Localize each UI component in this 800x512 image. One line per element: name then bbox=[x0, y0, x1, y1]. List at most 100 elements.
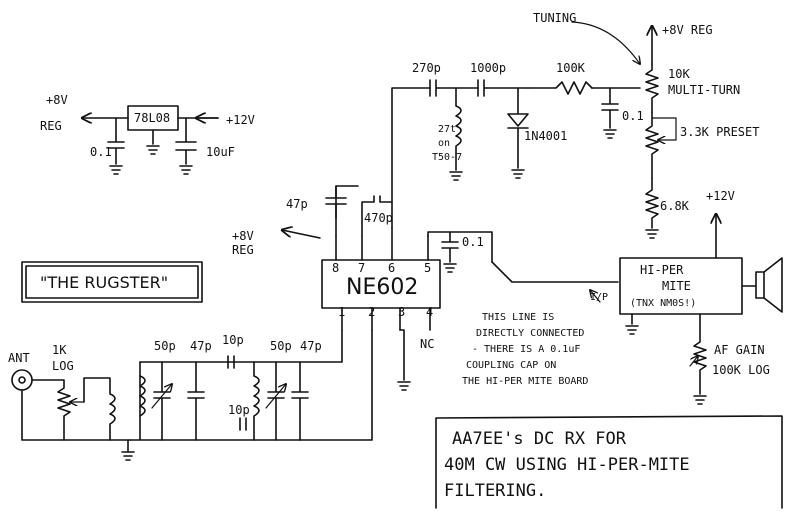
supply-left-12v: +12V bbox=[226, 113, 255, 127]
ground-symbol bbox=[625, 313, 639, 335]
coil-1 bbox=[139, 375, 146, 417]
supply-left-b: REG bbox=[40, 119, 62, 133]
ground-symbol bbox=[443, 263, 457, 273]
coil-2 bbox=[253, 361, 260, 441]
wire-top-rail bbox=[139, 329, 343, 363]
cap-270p bbox=[429, 79, 479, 97]
input-link-coil bbox=[83, 377, 116, 441]
pot-10k-label: 10K bbox=[668, 67, 690, 81]
ground-symbol bbox=[121, 439, 135, 461]
ground-symbol bbox=[146, 129, 160, 155]
front-end: ANT 1K LOG 50p 47p 10p 10p 50p 47p bbox=[8, 329, 373, 461]
wire-vfo bbox=[391, 87, 431, 229]
cap-47p-1-label: 47p bbox=[190, 339, 212, 353]
pin-6: 6 bbox=[388, 261, 395, 275]
note-line-4: COUPLING CAP ON bbox=[466, 360, 556, 371]
cap-01-reg bbox=[107, 117, 125, 165]
ground-symbol bbox=[109, 165, 123, 175]
cap-10p-shunt bbox=[239, 417, 247, 431]
nc-label: NC bbox=[420, 337, 434, 351]
cap-1000p-label: 1000p bbox=[470, 61, 506, 75]
resistor-100k bbox=[527, 81, 593, 95]
trim-arrow-2 bbox=[265, 384, 286, 409]
cap-47p-2-label: 47p bbox=[300, 339, 322, 353]
regulator-label: 78L08 bbox=[134, 111, 170, 125]
caption-line-3: FILTERING. bbox=[444, 481, 546, 501]
supply-mid-b: REG bbox=[232, 243, 254, 257]
cap-47p-2 bbox=[291, 361, 309, 441]
antenna-connector-icon bbox=[11, 369, 33, 391]
ground-symbol bbox=[449, 171, 463, 181]
diode-1n4001 bbox=[507, 87, 529, 169]
caption-line-2: 40M CW USING HI-PER-MITE bbox=[444, 455, 690, 475]
supply-top-label: +8V REG bbox=[662, 23, 713, 37]
cap-01-reg-label: 0.1 bbox=[90, 145, 112, 159]
pin-5: 5 bbox=[424, 261, 431, 275]
ground-symbol bbox=[603, 129, 617, 139]
cap-47p-1 bbox=[187, 361, 205, 441]
supply-arrow-mid bbox=[282, 230, 321, 239]
af-gain-label-a: AF GAIN bbox=[714, 343, 765, 357]
tuning-network: TUNING +8V REG 10K MULTI-TURN 3.3K PRESE… bbox=[527, 11, 759, 259]
note-text: THIS LINE IS DIRECTLY CONNECTED - THERE … bbox=[462, 312, 588, 387]
title-box-inner bbox=[25, 265, 199, 299]
diode-label: 1N4001 bbox=[524, 129, 567, 143]
ne602-label: NE602 bbox=[346, 275, 418, 300]
af-gain-label-b: 100K LOG bbox=[712, 363, 770, 377]
cap-470p bbox=[361, 195, 393, 237]
cap-47p-label: 47p bbox=[286, 197, 308, 211]
note-line-2: DIRECTLY CONNECTED bbox=[476, 328, 584, 339]
cap-10p-couple-label: 10p bbox=[222, 333, 244, 347]
supply-12v-right: +12V bbox=[706, 189, 735, 203]
resistor-6k8-label: 6.8K bbox=[660, 199, 690, 213]
supply-mid-a: +8V bbox=[232, 229, 254, 243]
pot-1k-log bbox=[31, 379, 71, 441]
supply-left-a: +8V bbox=[46, 93, 68, 107]
cap-01-mixer-label: 0.1 bbox=[462, 235, 484, 249]
cap-01-tuning-label: 0.1 bbox=[622, 109, 644, 123]
preset-resistor bbox=[645, 111, 659, 179]
inductor-27t bbox=[455, 87, 462, 171]
top-pins bbox=[335, 227, 429, 261]
amp-name-a: HI-PER bbox=[640, 263, 684, 277]
cap-50p-2 bbox=[267, 361, 285, 441]
vfo-tank: 270p 1000p 27t on T50-7 1N4001 bbox=[391, 61, 567, 229]
cap-01-mixer bbox=[441, 231, 459, 263]
cap-50p-1-label: 50p bbox=[154, 339, 176, 353]
tuning-label: TUNING bbox=[533, 11, 576, 25]
note-line-1: THIS LINE IS bbox=[482, 312, 554, 323]
resistor-6k8 bbox=[645, 177, 659, 229]
cap-50p-1 bbox=[153, 361, 171, 441]
cap-470p-label: 470p bbox=[364, 211, 393, 225]
ground-symbol bbox=[645, 229, 659, 239]
cap-47p bbox=[325, 185, 347, 219]
amp-name-c: (TNX NM0S!) bbox=[630, 298, 696, 309]
cap-50p-2-label: 50p bbox=[270, 339, 292, 353]
caption-box: AA7EE's DC RX FOR 40M CW USING HI-PER-MI… bbox=[435, 415, 783, 509]
cap-10uf bbox=[175, 117, 197, 165]
regulator-78l08: 78L08 +8V REG +12V 0.1 10uF bbox=[40, 93, 255, 175]
wire-pin8 bbox=[335, 185, 359, 237]
ground-symbol bbox=[511, 169, 525, 179]
antenna-label: ANT bbox=[8, 351, 30, 365]
pot-1k-label: 1K bbox=[52, 343, 67, 357]
inductor-label-b: on bbox=[438, 138, 450, 149]
inductor-label-c: T50-7 bbox=[432, 152, 462, 163]
af-gain-pot bbox=[693, 313, 707, 395]
preset-label: 3.3K PRESET bbox=[680, 125, 759, 139]
preset-wiper bbox=[651, 117, 677, 140]
ground-symbol bbox=[397, 329, 411, 391]
cap-10p-shunt-label: 10p bbox=[228, 403, 250, 417]
ground-symbol bbox=[693, 395, 707, 405]
caption-line-1: AA7EE's DC RX FOR bbox=[452, 429, 627, 449]
speaker-icon bbox=[741, 257, 783, 313]
tuning-arrow bbox=[571, 21, 640, 64]
cap-10uf-label: 10uF bbox=[206, 145, 235, 159]
af-gain-wiper bbox=[689, 356, 698, 367]
pot-1k-type: LOG bbox=[52, 359, 74, 373]
ground-symbol bbox=[179, 165, 193, 175]
cap-10p-couple bbox=[227, 355, 235, 369]
wire-pin5 bbox=[427, 231, 493, 263]
title-box: "THE RUGSTER" bbox=[21, 261, 203, 303]
